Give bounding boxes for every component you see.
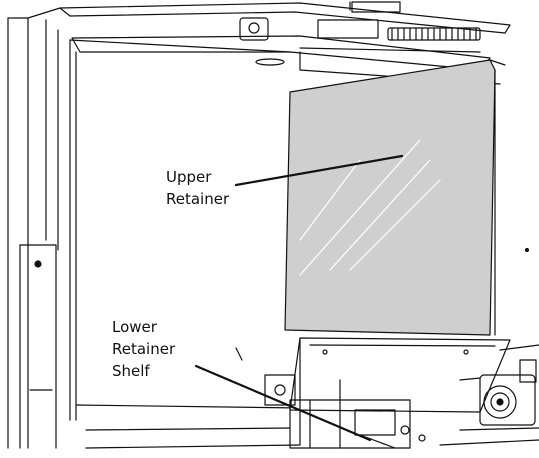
upper-retainer-label-line2: Retainer — [166, 190, 230, 208]
upper-retainer-leader — [234, 154, 404, 187]
small-mark — [235, 347, 243, 361]
main-cavity — [69, 39, 301, 421]
lower-retainer-shelf-label-line3: Shelf — [112, 362, 150, 380]
upper-retainer-label: Upper Retainer — [166, 166, 229, 210]
lower-retainer-shelf — [289, 337, 511, 446]
hinge-assembly — [71, 17, 501, 85]
lower-retainer-shelf-label: Lower Retainer Shelf — [112, 316, 175, 382]
bottom-mechanism — [85, 374, 426, 449]
lower-retainer-shelf-label-line1: Lower — [112, 318, 157, 336]
lower-retainer-shelf-label-line2: Retainer — [112, 340, 176, 358]
upper-retainer-label-line1: Upper — [166, 168, 212, 186]
top-lid — [59, 1, 511, 34]
lower-retainer-leader — [194, 364, 372, 442]
right-mechanism — [439, 247, 539, 446]
upper-retainer-glass — [284, 59, 506, 336]
left-cabinet-frame — [7, 7, 61, 449]
